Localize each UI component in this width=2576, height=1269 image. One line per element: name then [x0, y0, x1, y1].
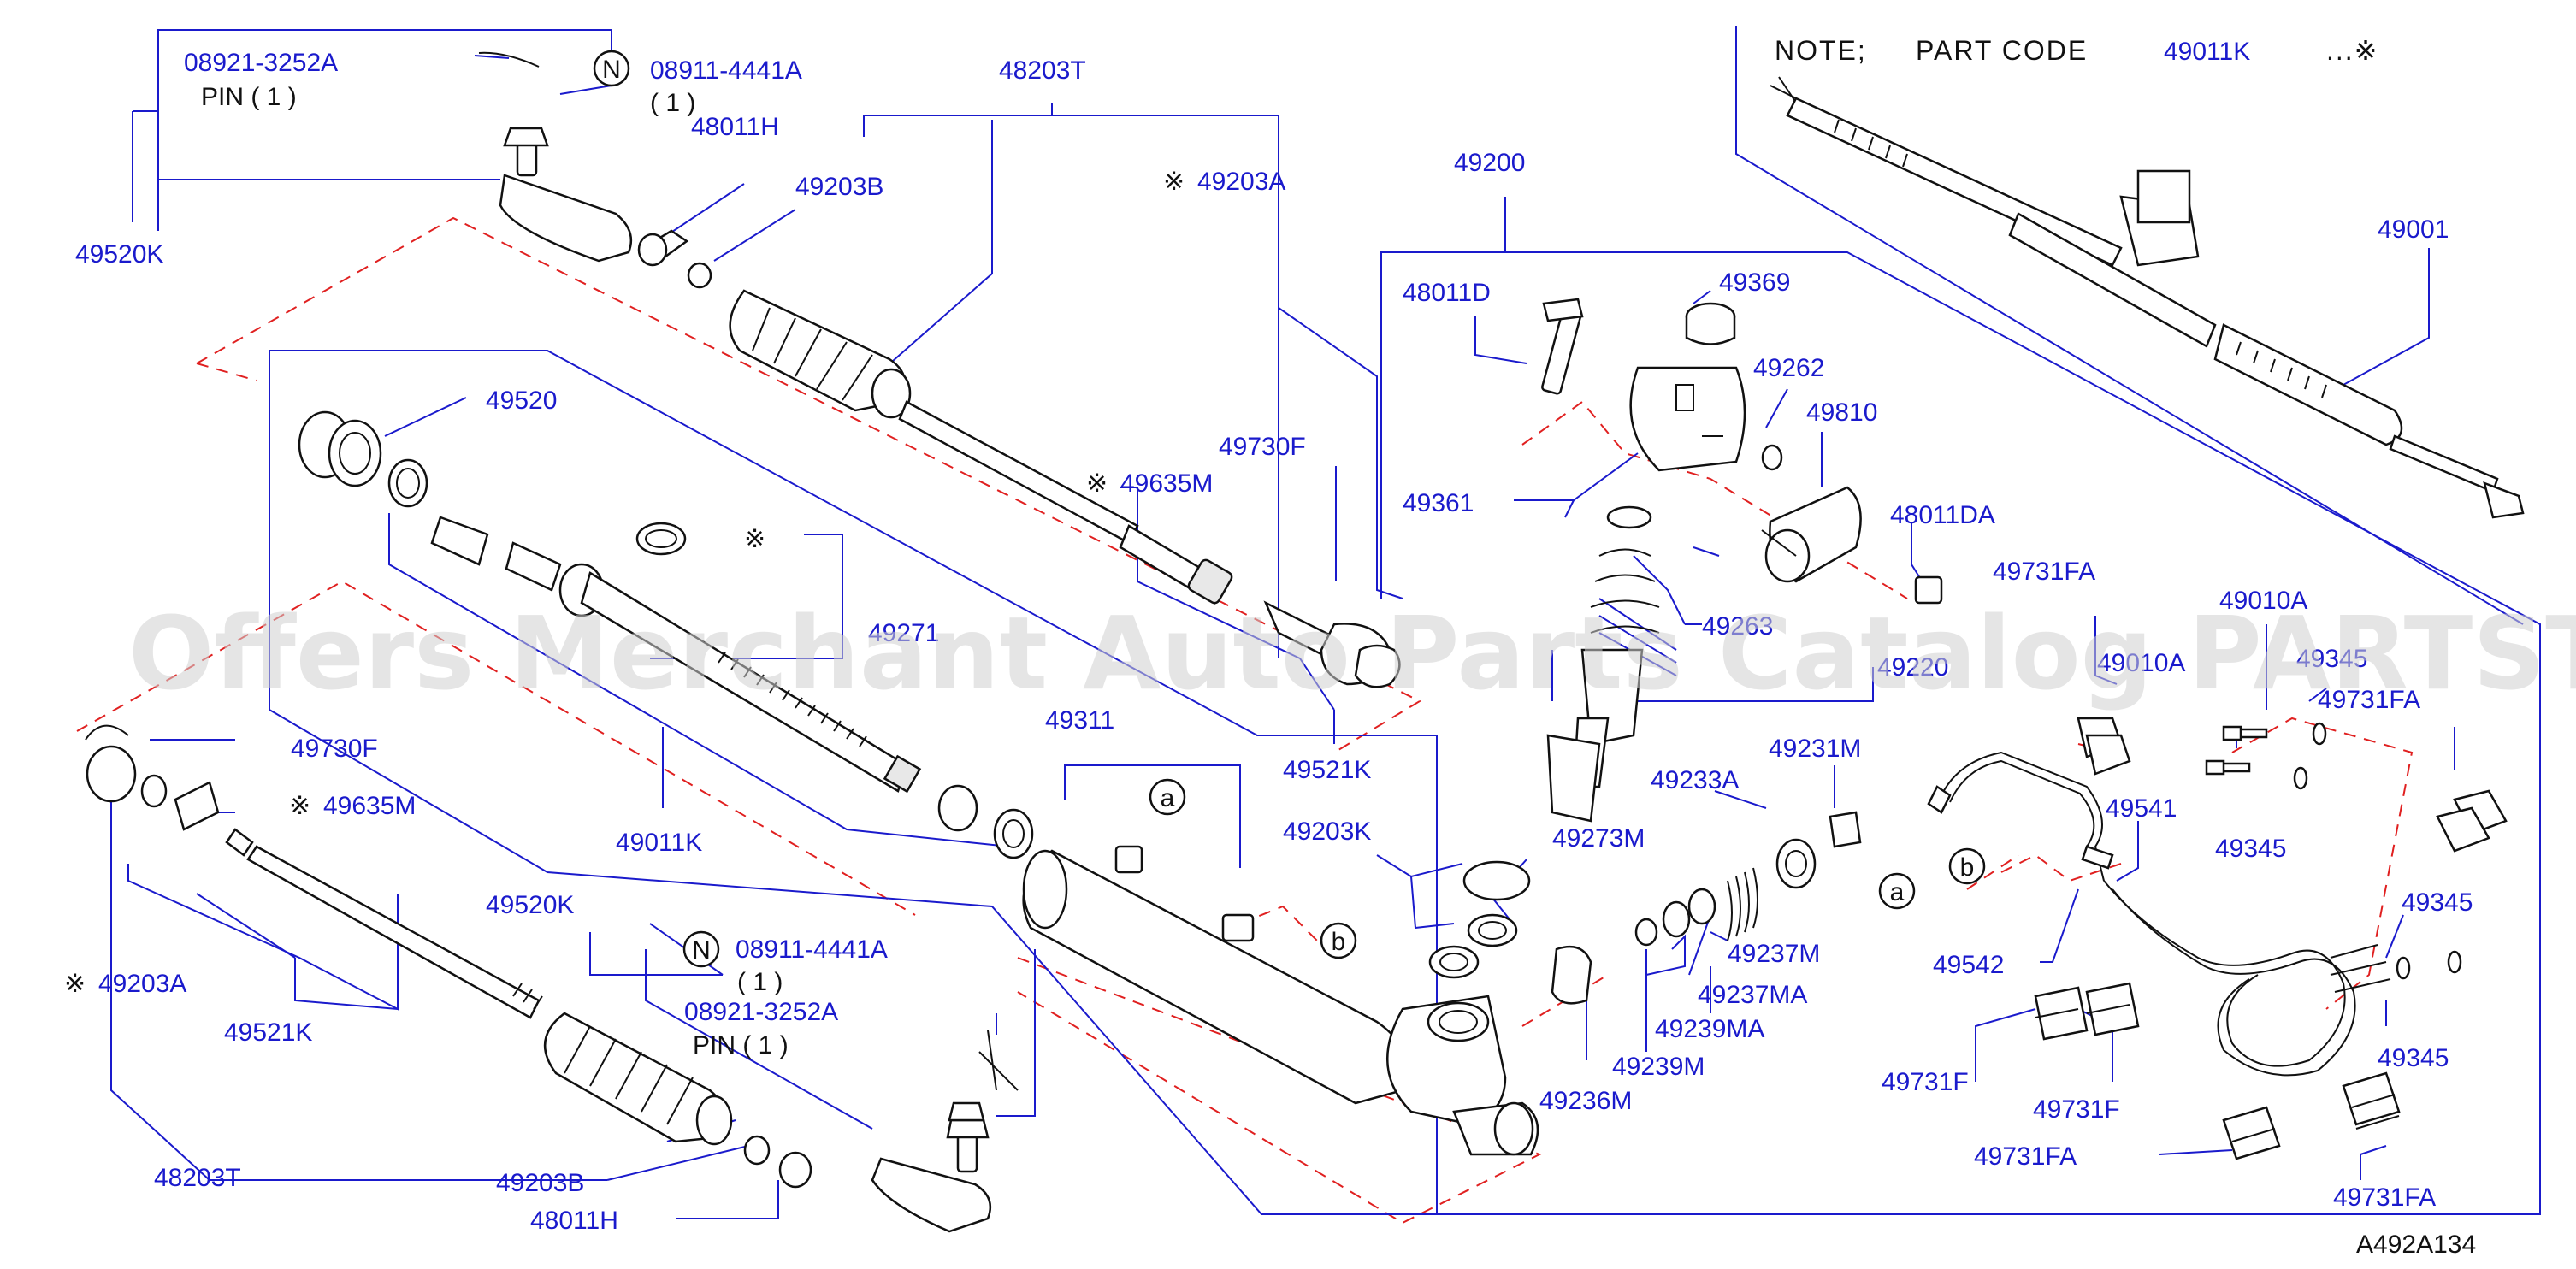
- a-marker-housing: a: [1161, 784, 1175, 812]
- label-49233A: 49233A: [1651, 766, 1739, 794]
- star-49635M-top: ※: [1086, 469, 1108, 498]
- b-marker-housing: b: [1332, 928, 1346, 956]
- bush-49520-drawing: [298, 410, 428, 508]
- label-49237M: 49237M: [1728, 940, 1820, 968]
- n-marker-top: N: [602, 56, 621, 84]
- label-48011D: 48011D: [1403, 279, 1491, 307]
- label-49203B-bottom: 49203B: [496, 1169, 584, 1197]
- note-prefix: NOTE;: [1775, 35, 1867, 66]
- label-49237MA: 49237MA: [1698, 981, 1807, 1009]
- label-49263: 49263: [1702, 612, 1773, 640]
- part-code-note: NOTE; PART CODE 49011K ...※: [1775, 35, 2378, 66]
- tie-rod-end-bottom-drawing: [871, 1030, 1019, 1233]
- label-49010A: 49010A: [2219, 587, 2307, 615]
- boot-top-drawing: [729, 289, 912, 419]
- label-49731FA-3: 49731FA: [1974, 1142, 2077, 1171]
- label-48011H-bottom: 48011H: [530, 1207, 618, 1235]
- note-code: 49011K: [2164, 38, 2250, 66]
- b-marker-pipe: b: [1960, 853, 1975, 882]
- star-49203A-left: ※: [64, 970, 86, 998]
- label-49542: 49542: [1933, 951, 2004, 979]
- star-49203A-top: ※: [1163, 168, 1185, 196]
- label-49345-4: 49345: [2378, 1044, 2449, 1072]
- label-49220: 49220: [1877, 653, 1948, 682]
- markers: N N a b a b: [593, 50, 1986, 968]
- label-49239M: 49239M: [1612, 1053, 1705, 1081]
- leader-lines: [110, 26, 2541, 1219]
- label-49730F-top: 49730F: [1219, 433, 1306, 461]
- label-49731FA-1: 49731FA: [1993, 558, 2095, 586]
- pressure-pipes-drawing: [1927, 751, 2391, 1077]
- label-49520K-mid: 49520K: [486, 891, 574, 919]
- left-lower-parts-drawing: [85, 724, 543, 1019]
- label-49236M: 49236M: [1539, 1087, 1632, 1115]
- star-49271: ※: [744, 525, 765, 553]
- part-labels: 08921-3252A PIN ( 1 ) 08911-4441A ( 1 ) …: [64, 49, 2473, 1235]
- clips-drawing: [2034, 717, 2508, 1160]
- label-qty-mid: ( 1 ): [737, 968, 783, 996]
- label-49231M: 49231M: [1769, 735, 1861, 763]
- label-49731FA-4: 49731FA: [2333, 1183, 2436, 1212]
- pinion-assembly-drawing: [1541, 298, 1943, 823]
- label-08921-3252A-top: 08921-3252A: [184, 49, 338, 77]
- label-49262: 49262: [1753, 354, 1824, 382]
- dashed-group-lines: [76, 216, 2414, 1225]
- gear-housing-drawing: [1022, 845, 1539, 1156]
- label-qty-top: ( 1 ): [650, 89, 695, 117]
- label-49203A-left: 49203A: [98, 970, 186, 998]
- label-49239MA: 49239MA: [1655, 1015, 1764, 1043]
- label-49011K: 49011K: [616, 829, 702, 857]
- star-49635M-left: ※: [289, 792, 310, 820]
- label-48011DA: 48011DA: [1890, 501, 1995, 529]
- label-48011H-top: 48011H: [691, 113, 779, 141]
- label-49273M: 49273M: [1552, 824, 1645, 853]
- label-49203B-top: 49203B: [795, 173, 883, 201]
- inner-tie-rod-top-drawing: [898, 400, 1401, 688]
- label-49200: 49200: [1454, 149, 1525, 177]
- label-08921-3252A-mid: 08921-3252A: [684, 998, 838, 1026]
- label-49521K-top: 49521K: [1283, 756, 1371, 784]
- label-08911-4441A-top: 08911-4441A: [650, 56, 802, 85]
- label-49730F-left: 49730F: [291, 735, 378, 763]
- label-49520K-top: 49520K: [75, 240, 163, 269]
- label-49731F-1: 49731F: [1882, 1068, 1969, 1096]
- note-text: PART CODE: [1916, 35, 2088, 66]
- label-49271: 49271: [868, 619, 939, 647]
- label-pin-top: PIN ( 1 ): [201, 83, 297, 111]
- label-48203T-top: 48203T: [999, 56, 1086, 85]
- label-pin-mid: PIN ( 1 ): [693, 1031, 789, 1059]
- label-49635M-top: 49635M: [1120, 469, 1213, 498]
- a-marker-pipe: a: [1890, 878, 1905, 906]
- label-49361: 49361: [1403, 489, 1474, 517]
- label-08911-4441A-mid: 08911-4441A: [736, 936, 888, 964]
- label-49810: 49810: [1806, 398, 1877, 427]
- note-suffix: ...※: [2326, 35, 2378, 66]
- label-49203K: 49203K: [1283, 817, 1371, 846]
- label-49731FA-2: 49731FA: [2318, 686, 2420, 714]
- label-49311: 49311: [1045, 706, 1114, 735]
- label-48203T-bottom: 48203T: [154, 1164, 241, 1192]
- boot-bottom-drawing: [543, 1012, 733, 1146]
- label-49345-1: 49345: [2296, 645, 2367, 673]
- n-marker-mid: N: [692, 936, 711, 965]
- label-49520: 49520: [486, 387, 557, 415]
- full-rack-assembly-drawing: [1770, 76, 2525, 519]
- label-49001: 49001: [2378, 215, 2449, 244]
- label-49345-2: 49345: [2215, 835, 2286, 863]
- label-49541: 49541: [2106, 794, 2177, 823]
- part-drawings: [85, 51, 2525, 1233]
- label-49010-partial: 49010A: [2097, 649, 2185, 677]
- diagram-ref-code: A492A134: [2356, 1231, 2476, 1259]
- rack-shaft-drawing: [430, 516, 922, 794]
- watermark-text: Offers Merchant Auto Parts Catalog PARTS…: [128, 594, 2576, 712]
- label-49731F-2: 49731F: [2033, 1095, 2120, 1124]
- label-49521K-left: 49521K: [224, 1018, 312, 1047]
- label-49635M-left: 49635M: [323, 792, 416, 820]
- label-49203A-top: 49203A: [1197, 168, 1285, 196]
- label-49369: 49369: [1719, 269, 1790, 297]
- label-49345-3: 49345: [2402, 888, 2473, 917]
